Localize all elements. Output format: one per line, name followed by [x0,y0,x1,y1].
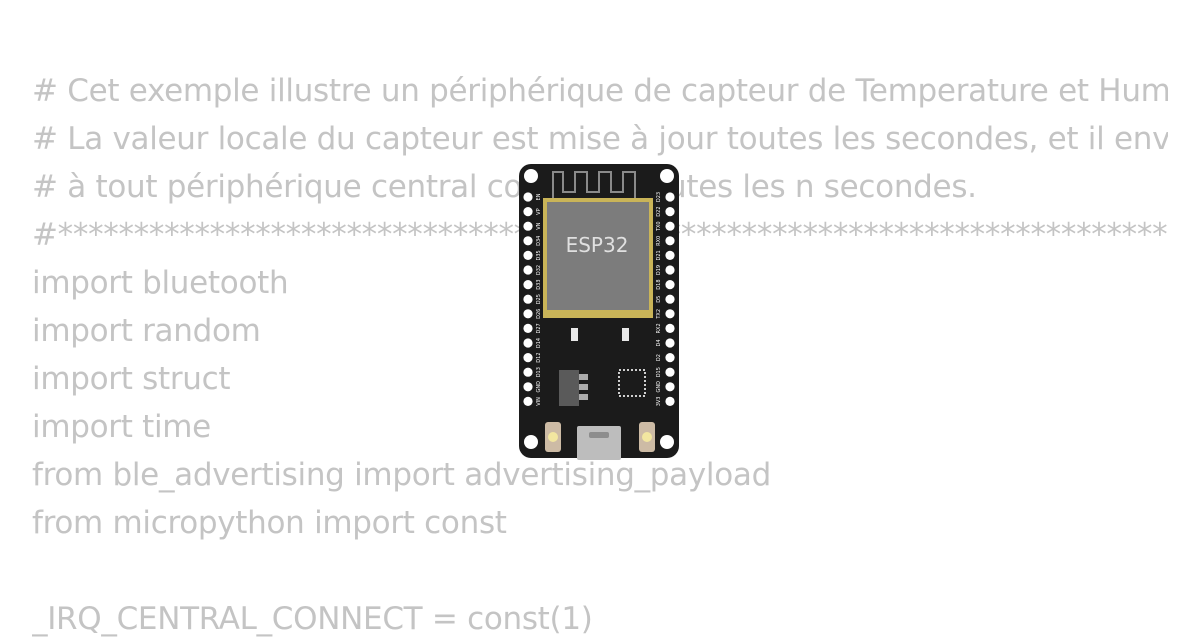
pin-label: D4 [656,339,662,346]
pin-hole[interactable] [665,353,675,363]
pin-label: D33 [536,279,542,289]
pin-label: VIN [536,397,542,406]
pin-hole[interactable] [665,250,675,260]
pin-hole[interactable] [665,265,675,275]
capacitor [571,328,578,341]
pin-label: 3V3 [656,397,662,407]
pin-label: RX2 [656,323,662,333]
pin-hole[interactable] [665,367,675,377]
pin-label: D34 [536,236,542,246]
code-line: from micropython import const [32,505,507,541]
pin-label: D35 [536,250,542,260]
pin-hole[interactable] [665,294,675,304]
pin-hole[interactable] [523,294,533,304]
pin-hole[interactable] [665,338,675,348]
pin-hole[interactable] [523,236,533,246]
pin-label: TX0 [656,221,662,232]
code-line [32,547,1168,595]
pin-hole[interactable] [665,382,675,392]
pin-label: D14 [536,338,542,348]
pin-hole[interactable] [665,221,675,231]
code-line: import struct [32,361,231,397]
pin-label: D25 [536,294,542,304]
pin-label: D32 [536,265,542,275]
code-line: import bluetooth [32,265,289,301]
pin-hole[interactable] [665,236,675,246]
pin-hole[interactable] [523,192,533,202]
regulator-pin [579,384,588,390]
pin-label: D13 [536,367,542,377]
usb-port [577,426,621,460]
pin-label: D22 [656,206,662,216]
code-line: # à tout périphérique central connecté t… [32,169,977,205]
chip-shield [547,202,649,310]
chip-label: ESP32 [566,233,629,257]
pin-label: D15 [656,367,662,377]
pin-hole[interactable] [523,207,533,217]
pin-hole[interactable] [523,280,533,290]
pin-hole[interactable] [665,323,675,333]
pin-hole[interactable] [665,396,675,406]
pin-label: EN [536,193,542,200]
pin-label: GND [536,381,542,393]
code-line: _IRQ_CENTRAL_CONNECT = const(1) [32,601,593,637]
pin-label: D18 [656,279,662,289]
code-line: # La valeur locale du capteur est mise à… [32,121,1168,157]
pin-label: RX0 [656,236,662,246]
pin-label: D19 [656,265,662,275]
pin-label: TX2 [656,309,662,320]
voltage-regulator [559,370,579,406]
pin-hole[interactable] [523,323,533,333]
pin-hole[interactable] [523,250,533,260]
pin-label: D26 [536,309,542,319]
mount-hole [660,169,674,183]
pin-hole[interactable] [523,396,533,406]
pin-label: VN [536,222,542,229]
pin-label: GND [656,381,662,393]
pin-hole[interactable] [665,309,675,319]
usb-opening [589,432,609,438]
pin-label: D12 [536,352,542,362]
pin-label: D21 [656,250,662,260]
pin-label: D27 [536,323,542,333]
code-line: import random [32,313,261,349]
antenna-trace [552,171,636,198]
pin-hole[interactable] [523,382,533,392]
code-line: # Cet exemple illustre un périphérique d… [32,73,1168,109]
code-line: import time [32,409,211,445]
mount-hole [660,435,674,449]
pin-label: VP [536,208,542,214]
pin-hole[interactable] [665,207,675,217]
pin-label: D23 [656,192,662,202]
regulator-pin [579,374,588,380]
regulator-pin [579,394,588,400]
pin-hole[interactable] [523,221,533,231]
pin-label: D5 [656,296,662,303]
mount-hole [524,169,538,183]
code-line: from ble_advertising import advertising_… [32,457,771,493]
pin-hole[interactable] [523,309,533,319]
capacitor [622,328,629,341]
boot-button-cap[interactable] [548,432,558,442]
pin-label: D2 [656,354,662,361]
pin-hole[interactable] [665,280,675,290]
pin-hole[interactable] [523,338,533,348]
usb-uart-chip [618,369,646,397]
pin-hole[interactable] [523,367,533,377]
reset-button-cap[interactable] [642,432,652,442]
pin-hole[interactable] [523,353,533,363]
mount-hole [524,435,538,449]
pin-hole[interactable] [523,265,533,275]
pin-hole[interactable] [665,192,675,202]
